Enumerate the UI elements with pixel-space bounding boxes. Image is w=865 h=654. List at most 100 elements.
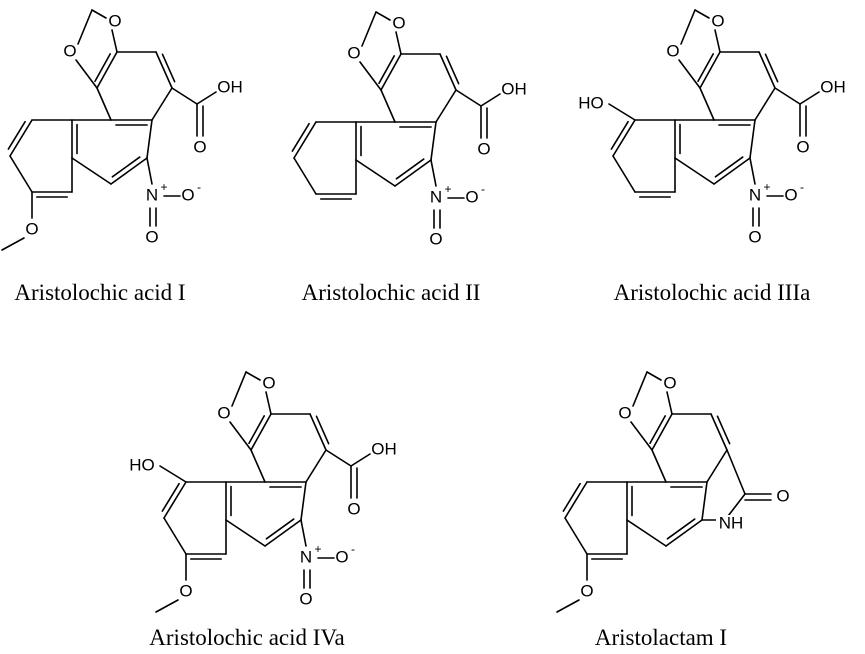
double-bond-line xyxy=(649,415,667,445)
ring-bond xyxy=(758,51,776,89)
double-bond-line xyxy=(610,120,629,150)
dioxole-bond xyxy=(231,371,247,407)
ring-bond xyxy=(9,119,33,157)
nitro-oxygen: O xyxy=(299,589,312,608)
nitro-oxygen-anion: O xyxy=(784,185,797,204)
ring-bond xyxy=(163,517,187,555)
ring-bond xyxy=(71,157,112,185)
double-bond-line xyxy=(666,518,696,540)
dioxole-bond xyxy=(111,29,118,53)
double-bond-line xyxy=(445,55,460,85)
double-bond-line xyxy=(764,53,779,83)
ring-bond xyxy=(309,413,327,451)
nitro-plus-charge: + xyxy=(444,182,451,196)
ring-bond xyxy=(699,51,721,89)
carbonyl-oxygen: O xyxy=(796,137,809,156)
ring-bond xyxy=(146,119,153,159)
ring-bond xyxy=(394,159,432,187)
carboxyl-hydroxyl: OH xyxy=(501,79,527,98)
dioxole-bond xyxy=(229,421,252,451)
nitro-minus-charge: - xyxy=(197,180,201,194)
methyl-bond xyxy=(556,599,580,613)
carboxyl-bond xyxy=(774,87,801,105)
nitro-oxygen: O xyxy=(429,229,442,248)
double-bond-line xyxy=(111,156,141,178)
ring-bond xyxy=(96,87,112,121)
ring-bond xyxy=(225,519,266,547)
double-bond-line xyxy=(395,158,425,180)
ring-bond xyxy=(651,449,667,483)
nitro-plus-charge: + xyxy=(763,180,770,194)
ring-bond xyxy=(9,155,33,193)
dioxole-bond xyxy=(77,9,93,45)
dioxole-bond xyxy=(680,9,696,45)
ring-bond xyxy=(305,449,327,483)
dioxole-oxygen-right: O xyxy=(392,13,405,32)
nitro-nitrogen: N xyxy=(300,547,312,566)
ring-bond xyxy=(701,481,708,521)
dioxole-oxygen-right: O xyxy=(711,11,724,30)
ring-bond xyxy=(293,157,317,195)
double-bond-line xyxy=(291,122,310,152)
lactam-bond xyxy=(726,449,746,495)
carboxyl-oh-bond xyxy=(196,91,217,105)
nitro-plus-charge: + xyxy=(160,180,167,194)
ring-bond xyxy=(264,519,302,547)
ring-bond xyxy=(155,51,173,89)
dioxole-oxygen-left: O xyxy=(618,403,631,422)
ring-bond xyxy=(250,413,272,451)
double-bond-line xyxy=(562,482,581,512)
hydroxy-group: HO xyxy=(129,455,155,474)
carboxyl-bond xyxy=(171,87,198,105)
dioxole-oxygen-left: O xyxy=(63,41,76,60)
dioxole-oxygen-right: O xyxy=(262,373,275,392)
ring-bond xyxy=(699,87,715,121)
ring-bond xyxy=(380,53,402,91)
ring-bond xyxy=(754,87,776,121)
dioxole-oxygen-left: O xyxy=(666,41,679,60)
ring-bond xyxy=(651,413,673,451)
nitro-minus-charge: - xyxy=(481,182,485,196)
dioxole-bond xyxy=(395,31,402,55)
dioxole-bond xyxy=(245,371,261,381)
double-bond-line xyxy=(315,415,330,445)
caption-aristolactam-i: Aristolactam I xyxy=(594,625,728,650)
carboxyl-hydroxyl: OH xyxy=(371,439,397,458)
carboxyl-bond xyxy=(325,449,352,467)
nitro-minus-charge: - xyxy=(351,542,355,556)
nitro-nitrogen: N xyxy=(430,187,442,206)
ring-bond xyxy=(380,89,396,123)
dioxole-bond xyxy=(632,371,648,407)
double-bond-line xyxy=(161,482,180,512)
dioxole-bond xyxy=(265,391,272,415)
double-bond-line xyxy=(248,415,266,445)
nitro-bond xyxy=(430,159,437,187)
lactam-oxygen: O xyxy=(776,486,789,505)
atom-label-background xyxy=(716,515,742,533)
double-bond-line xyxy=(378,55,396,85)
double-bond-line xyxy=(714,156,744,178)
methyl-bond xyxy=(1,237,25,251)
nitro-oxygen-anion: O xyxy=(465,187,478,206)
ring-bond xyxy=(300,481,307,521)
dioxole-oxygen-left: O xyxy=(217,403,230,422)
ring-bond xyxy=(749,119,756,159)
ring-bond xyxy=(151,87,173,121)
nitro-oxygen-anion: O xyxy=(335,547,348,566)
caption-aristolochic-acid-i: Aristolochic acid I xyxy=(14,280,186,305)
double-bond-line xyxy=(94,53,112,83)
nitro-bond xyxy=(146,157,153,185)
nitro-nitrogen: N xyxy=(749,185,761,204)
ring-bond xyxy=(612,119,636,157)
ring-bond xyxy=(710,413,728,451)
ring-bond xyxy=(430,121,437,161)
nitro-minus-charge: - xyxy=(800,180,804,194)
dioxole-bond xyxy=(361,11,377,47)
dioxole-bond xyxy=(714,29,721,53)
ring-bond xyxy=(665,519,703,547)
nitro-oxygen: O xyxy=(748,227,761,246)
carboxyl-oh-bond xyxy=(480,93,501,107)
